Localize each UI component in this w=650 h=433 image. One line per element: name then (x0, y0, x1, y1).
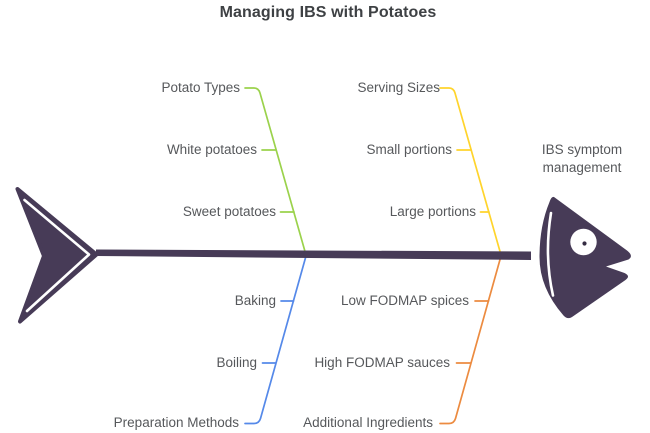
fish-spine (96, 249, 531, 260)
diagram-title: Managing IBS with Potatoes (219, 4, 437, 21)
effect-label: IBS symptom management (541, 142, 623, 175)
tail-stripe (23, 198, 91, 313)
item-label-white-potatoes: White potatoes (166, 142, 257, 157)
item-label-baking: Baking (234, 293, 276, 308)
fish-pupil (582, 241, 587, 246)
branch-label-additional-ingredients: Additional Ingredients (303, 415, 433, 430)
branch-label-potato-types: Potato Types (161, 80, 240, 95)
branch-line-serving-sizes (439, 87, 502, 256)
item-label-large-portions: Large portions (389, 204, 476, 219)
branch-line-potato-types (244, 87, 307, 256)
item-label-boiling: Boiling (216, 355, 257, 370)
branch-line-additional-ingredients (439, 255, 502, 425)
item-label-high-fodmap-sauces: High FODMAP sauces (314, 355, 450, 370)
branch-label-preparation-methods: Preparation Methods (113, 415, 239, 430)
item-label-low-fodmap-spices: Low FODMAP spices (340, 293, 469, 308)
item-label-sweet-potatoes: Sweet potatoes (182, 204, 276, 219)
branch-label-serving-sizes: Serving Sizes (357, 80, 440, 95)
gill-line (546, 211, 555, 297)
item-label-small-portions: Small portions (366, 142, 452, 157)
fish-tail (15, 187, 99, 324)
branch-line-preparation-methods (244, 255, 307, 425)
fish-head (539, 196, 631, 319)
